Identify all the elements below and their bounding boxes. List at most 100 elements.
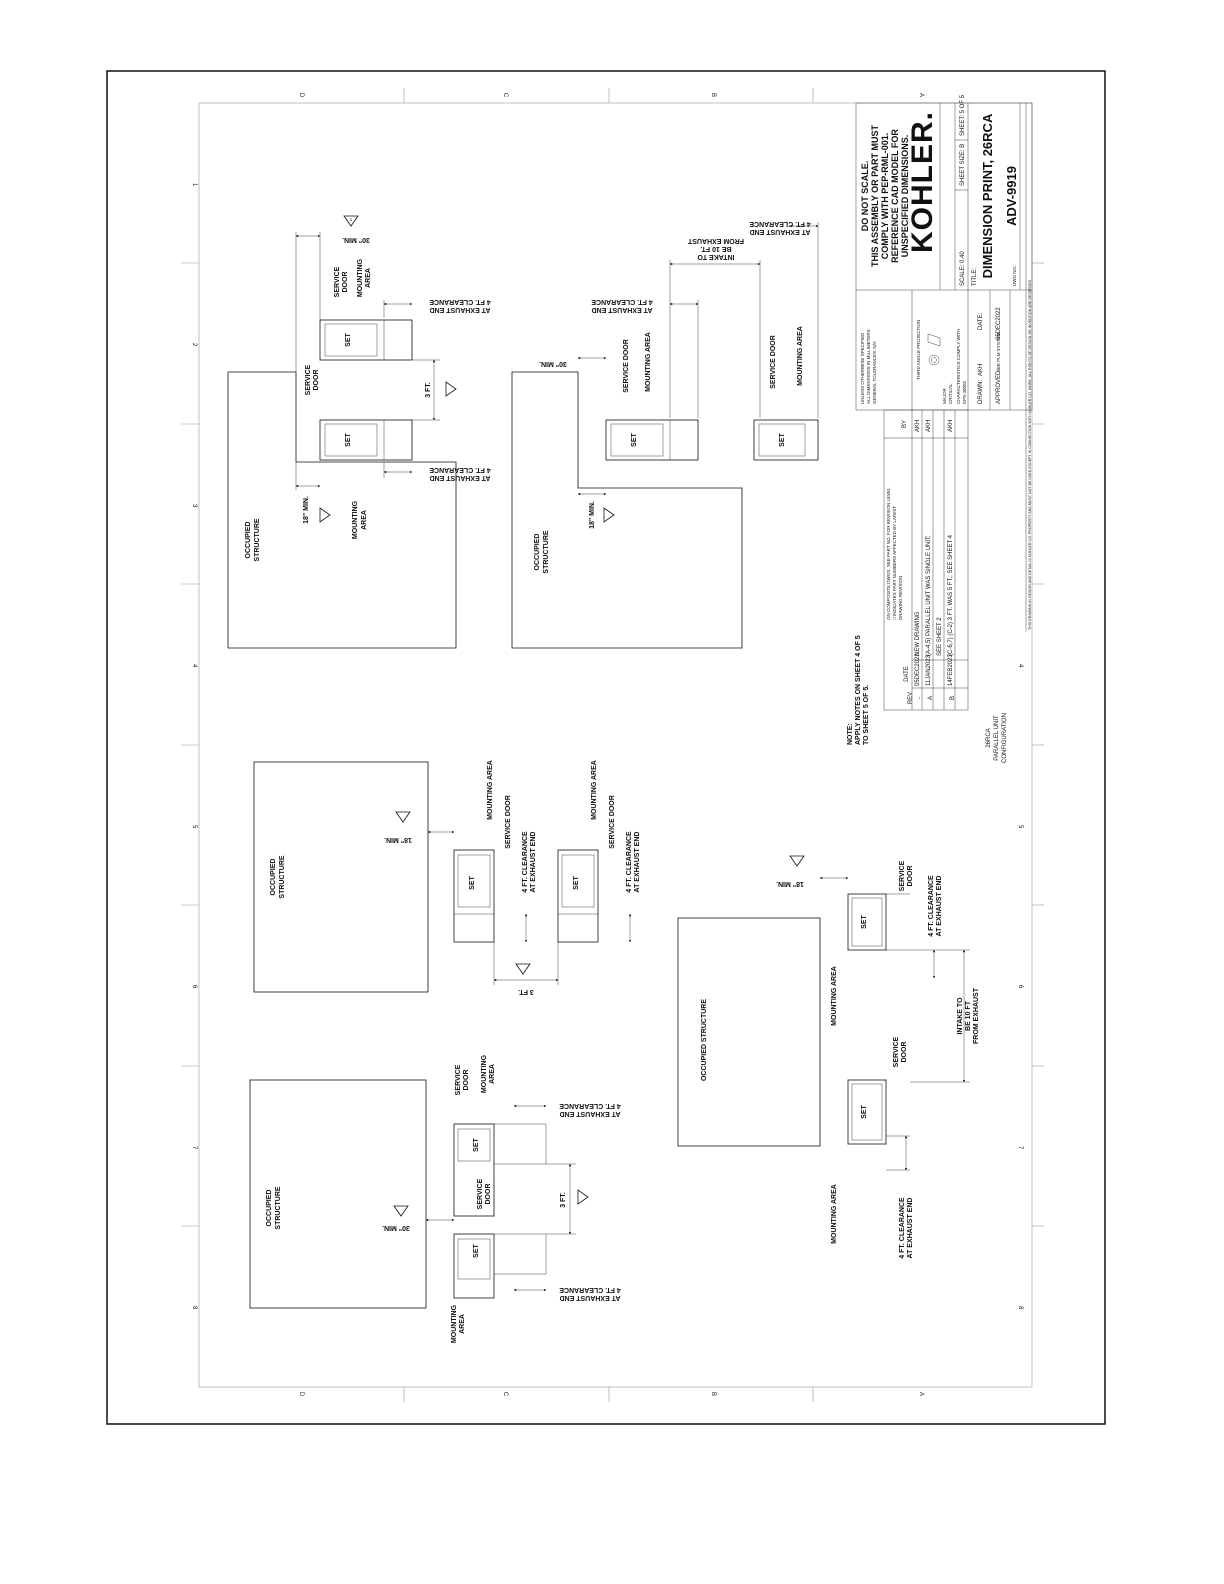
generator-set xyxy=(453,1233,495,1299)
zone-number: 1 xyxy=(191,183,197,187)
clearance-dim: AT EXHAUST END xyxy=(750,228,811,235)
view-corner-configuration: OCCUPIED STRUCTURE SET SET SERVICE DOOR … xyxy=(511,220,819,649)
mounting-area-label: AREA xyxy=(489,1064,496,1084)
major-label: MAJOR xyxy=(942,387,947,404)
revision-mark: 1 xyxy=(350,217,353,222)
zone-number: 2 xyxy=(191,343,197,347)
clearance-dim: AT EXHAUST END xyxy=(530,832,537,893)
revision-triangle xyxy=(515,963,531,975)
drawing-title: DIMENSION PRINT, 26RCA xyxy=(980,113,995,278)
drawing-border xyxy=(198,102,1033,1388)
generator-set xyxy=(847,1079,887,1145)
service-door-label: DOOR xyxy=(342,272,349,293)
generator-set xyxy=(557,849,599,943)
clearance-dim: 4 FT. CLEARANCE xyxy=(559,1286,621,1293)
generator-set xyxy=(753,419,819,461)
set-panel xyxy=(758,423,806,457)
set-panel xyxy=(457,1128,491,1162)
min-30-dim: 30" MIN. xyxy=(342,236,370,243)
intake-dim: BE 10 FT. xyxy=(700,245,731,252)
revision-triangle xyxy=(577,1189,589,1205)
mounting-area-label: MOUNTING xyxy=(481,1054,488,1093)
revision-triangle xyxy=(343,215,359,227)
revision-desc: (C-6,7) (C-2) 3 FT. WAS 5 FT.; SEE SHEET… xyxy=(948,534,954,656)
revision-by: AKH xyxy=(915,420,921,432)
sheet-label: SHEET: 5 OF 5 xyxy=(960,94,966,136)
service-door-label: SERVICE DOOR xyxy=(770,335,777,389)
service-door-label: SERVICE DOOR xyxy=(623,339,630,393)
mounting-area-label: AREA xyxy=(361,510,368,530)
zone-number: 8 xyxy=(191,1306,197,1310)
set-panel xyxy=(851,1083,883,1141)
service-door-label: SERVICE DOOR xyxy=(505,795,512,849)
occupied-structure-label: STRUCTURE xyxy=(543,530,550,573)
title-caption: TITLE: xyxy=(972,268,978,286)
set-panel xyxy=(561,854,595,908)
min-18-dim: 18" MIN. xyxy=(303,496,310,524)
set-label: SET xyxy=(631,432,638,446)
zone-letter: C xyxy=(502,93,508,98)
revision-rev: - xyxy=(917,697,923,699)
zone-numbers: 1 2 3 4 5 6 7 8 4 5 6 7 8 xyxy=(191,183,1023,1310)
intake-dim: INTAKE TO xyxy=(697,253,735,260)
min-30-dim: 30" MIN. xyxy=(382,1224,410,1231)
column-header: BY xyxy=(902,420,908,428)
generator-set xyxy=(453,1123,495,1217)
occupied-structure-label: STRUCTURE xyxy=(275,1186,282,1229)
revision-date: 05DEC2022 xyxy=(915,653,921,686)
revision-triangle xyxy=(603,507,615,523)
occupied-structure-label: OCCUPIED STRUCTURE xyxy=(701,999,708,1081)
note-line: TO SHEET 5 OF 5. xyxy=(863,685,870,745)
clearance-dim: 4 FT. CLEARANCE xyxy=(749,220,811,227)
set-panel xyxy=(851,897,883,947)
occupied-structure xyxy=(249,1079,427,1309)
notice-line: DO NOT SCALE. xyxy=(860,161,870,232)
revision-header-note: □ INDICATES PART NUMBERS AFFECTED BY LAT… xyxy=(892,506,897,620)
tolerance-note: UNLESS OTHERWISE SPECIFIED xyxy=(860,332,865,404)
tolerance-note: GENERAL TOLERANCES: N/A xyxy=(872,341,877,404)
revision-date: 14FEB2023 xyxy=(948,654,954,686)
set-label: SET xyxy=(473,1243,480,1257)
drawn-label: DRAWN: xyxy=(978,380,984,404)
zone-number: 7 xyxy=(1017,1146,1023,1150)
clearance-dim: AT EXHAUST END xyxy=(430,474,491,481)
clearance-dim: 4 FT. CLEARANCE xyxy=(522,831,529,893)
generator-set xyxy=(319,319,413,361)
kps-label: KPS-40002 xyxy=(962,380,967,404)
view-parallel-side-by-side: OCCUPIED STRUCTURE SET SET SERVICE DOOR … xyxy=(227,215,491,649)
drawing-number: ADV-9919 xyxy=(1004,166,1019,226)
mounting-area-label: MOUNTING AREA xyxy=(645,332,652,392)
clearance-dim: AT EXHAUST END xyxy=(634,832,641,893)
service-door-label: SERVICE xyxy=(305,364,312,395)
generator-set xyxy=(847,893,887,951)
revision-rev: B xyxy=(950,696,956,700)
column-header: REV xyxy=(908,692,914,704)
caption-line: CONFIGURATION xyxy=(1002,713,1008,763)
clearance-dim: 4 FT. CLEARANCE xyxy=(928,875,935,937)
service-door-label: SERVICE xyxy=(477,1178,484,1209)
set-label: SET xyxy=(861,1104,868,1118)
scale-label: SCALE: 0.40 xyxy=(960,251,966,286)
zone-number: 3 xyxy=(191,504,197,508)
clearance-dim: AT EXHAUST END xyxy=(936,876,943,937)
min-18-dim: 18" MIN. xyxy=(776,880,804,887)
kohler-logo: KOHLER. xyxy=(906,111,939,253)
occupied-structure-label: OCCUPIED xyxy=(534,534,541,571)
set-label: SET xyxy=(573,875,580,889)
generator-set xyxy=(605,419,699,461)
zone-number: 4 xyxy=(1017,664,1023,668)
notice-line: UNSPECIFIED DIMENSIONS. xyxy=(900,135,910,258)
mounting-area-label: AREA xyxy=(365,268,372,288)
set-panel xyxy=(324,323,378,357)
min-18-dim: 18" MIN. xyxy=(384,836,412,843)
mounting-area-label: MOUNTING AREA xyxy=(591,760,598,820)
zone-letter: B xyxy=(710,1392,716,1396)
clearance-dim: 4 FT. CLEARANCE xyxy=(899,1197,906,1259)
zone-number: 6 xyxy=(191,985,197,989)
column-header: DATE xyxy=(904,666,910,682)
occupied-structure-label: OCCUPIED xyxy=(270,859,277,896)
critical-label: CRITICAL xyxy=(948,383,953,404)
mounting-area-label: MOUNTING xyxy=(451,1304,458,1343)
occupied-structure-label: STRUCTURE xyxy=(254,518,261,561)
